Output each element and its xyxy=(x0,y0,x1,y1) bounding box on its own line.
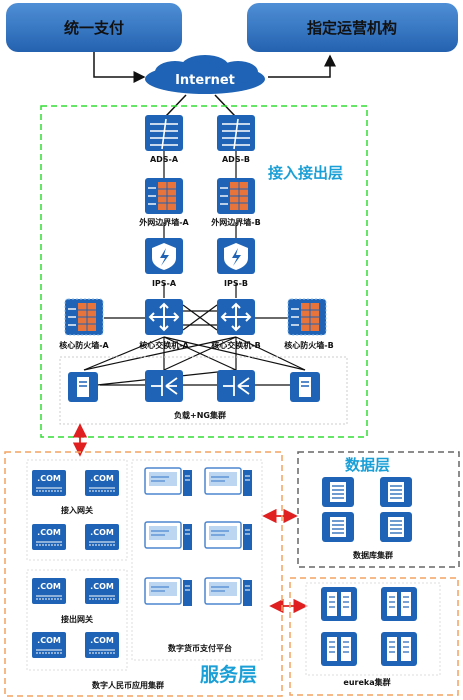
access-gateway-servers: .COM .COM 接入网关 .COM .COM xyxy=(32,470,119,550)
lb-ng-cluster-label: 负载+NG集群 xyxy=(174,410,226,420)
database-icon xyxy=(322,512,354,542)
payment-platform-frame xyxy=(131,459,263,661)
load-balancer-a xyxy=(145,370,183,402)
eureka-border xyxy=(289,577,459,696)
designated-operator-box: 指定运营机构 xyxy=(247,3,458,52)
perimeter-firewall-b: 外网边界墙-B xyxy=(211,178,261,227)
ips-a-label: IPS-A xyxy=(152,279,177,288)
com-server-label: .COM xyxy=(90,582,114,591)
designated-operator-label: 指定运营机构 xyxy=(307,19,397,37)
ads-a-device: ADS-A xyxy=(145,115,183,164)
unified-payment-label: 统一支付 xyxy=(64,19,124,37)
core-switch-a: 核心交换机-A xyxy=(139,299,190,350)
com-server-label: .COM xyxy=(90,636,114,645)
database-icon xyxy=(380,477,412,507)
service-layer-title: 服务层 xyxy=(200,663,257,686)
core-switch-b: 核心交换机-B xyxy=(211,299,261,350)
service-layer-border xyxy=(4,451,283,697)
com-server-label: .COM xyxy=(37,636,61,645)
core-switch-b-label: 核心交换机-B xyxy=(211,340,260,350)
ads-b-label: ADS-B xyxy=(222,155,250,164)
platform-server-icon xyxy=(204,521,252,550)
database-cluster-label: 数据库集群 xyxy=(353,550,393,560)
eureka-server-icon xyxy=(381,632,417,666)
perimeter-firewall-a-label: 外网边界墙-A xyxy=(139,217,189,227)
access-vertical-links xyxy=(163,148,237,298)
eureka-cluster-label: eureka集群 xyxy=(343,677,390,687)
com-server-label: .COM xyxy=(90,528,114,537)
com-server-label: .COM xyxy=(37,582,61,591)
load-balancer-b xyxy=(217,370,255,402)
platform-server-icon xyxy=(144,467,192,496)
top-connectors xyxy=(93,52,336,117)
ips-b-device: IPS-B xyxy=(217,238,255,288)
red-arrows xyxy=(72,423,308,614)
ads-b-device: ADS-B xyxy=(217,115,255,164)
eureka-servers xyxy=(321,587,417,666)
eureka-server-icon xyxy=(321,632,357,666)
ips-b-label: IPS-B xyxy=(224,279,248,288)
app-cluster-label: 数字人民币应用集群 xyxy=(92,680,164,690)
perimeter-firewall-a: 外网边界墙-A xyxy=(139,178,190,227)
com-server-label: .COM xyxy=(37,528,61,537)
lb-ng-links xyxy=(96,369,290,386)
payment-platform-servers xyxy=(144,467,252,606)
access-gateway-frame xyxy=(26,459,128,561)
ads-a-label: ADS-A xyxy=(150,155,179,164)
lb-ng-cluster-frame xyxy=(59,356,348,425)
database-icon xyxy=(322,477,354,507)
unified-payment-box: 统一支付 xyxy=(6,3,182,52)
com-server-label: .COM xyxy=(90,474,114,483)
platform-server-icon xyxy=(204,577,252,606)
com-server-label: .COM xyxy=(37,474,61,483)
eureka-inner-frame xyxy=(305,582,441,676)
eureka-server-icon xyxy=(381,587,417,621)
core-links xyxy=(83,304,306,371)
outbound-gateway-label: 接出网关 xyxy=(61,614,93,624)
perimeter-firewall-b-label: 外网边界墙-B xyxy=(211,217,260,227)
ng-server-b xyxy=(290,372,320,402)
access-gateway-label: 接入网关 xyxy=(61,505,93,515)
platform-server-icon xyxy=(204,467,252,496)
platform-server-icon xyxy=(144,577,192,606)
outbound-gateway-servers: .COM .COM 接出网关 .COM .COM xyxy=(32,578,119,658)
data-layer-title: 数据层 xyxy=(345,456,390,474)
core-firewall-a: 核心防火墙-A xyxy=(59,298,110,350)
ips-a-device: IPS-A xyxy=(145,238,183,288)
core-firewall-b: 核心防火墙-B xyxy=(284,298,334,350)
access-layer-title: 接入接出层 xyxy=(268,164,343,182)
core-switch-a-label: 核心交换机-A xyxy=(139,340,189,350)
eureka-server-icon xyxy=(321,587,357,621)
outbound-gateway-frame xyxy=(26,569,128,671)
core-firewall-a-label: 核心防火墙-A xyxy=(59,340,109,350)
platform-server-icon xyxy=(144,521,192,550)
database-icons xyxy=(322,477,412,542)
internet-label: Internet xyxy=(175,73,235,88)
payment-platform-label: 数字货币支付平台 xyxy=(168,643,232,653)
core-firewall-b-label: 核心防火墙-B xyxy=(284,340,333,350)
access-layer-border xyxy=(40,105,368,438)
database-icon xyxy=(380,512,412,542)
ng-server-a xyxy=(68,372,98,402)
data-layer-border xyxy=(297,451,460,568)
internet-cloud: Internet xyxy=(145,55,265,94)
